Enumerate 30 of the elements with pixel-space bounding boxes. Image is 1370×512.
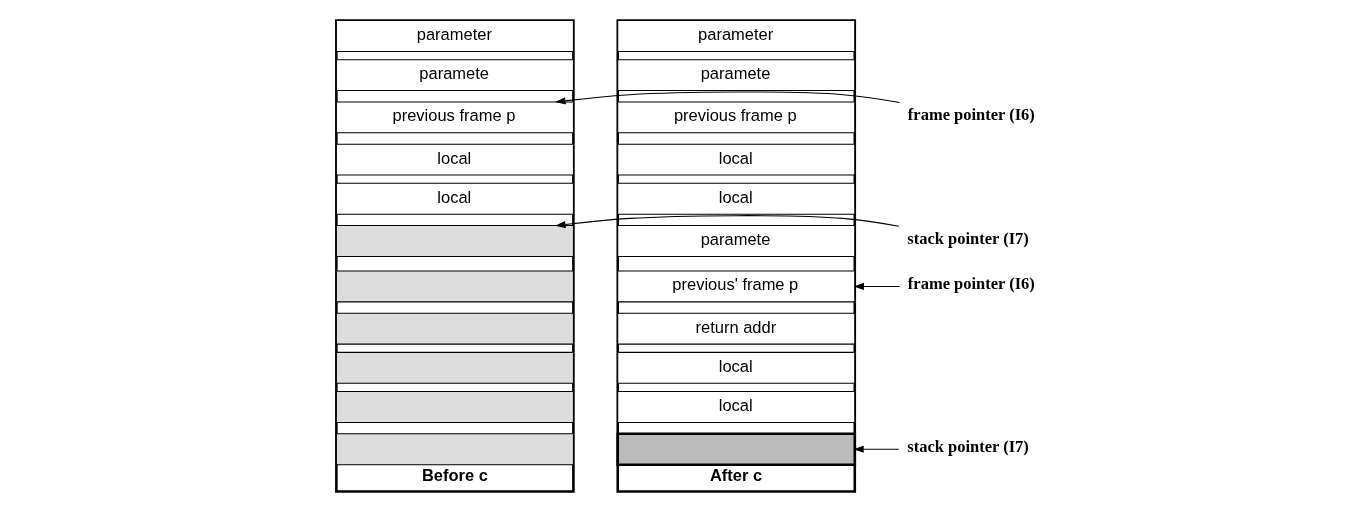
node-box bbox=[335, 351, 574, 384]
arrow bbox=[852, 445, 899, 453]
node-box: local bbox=[616, 182, 855, 215]
node-box: local bbox=[335, 143, 574, 176]
node-text: stack pointer (I7) bbox=[906, 228, 1029, 248]
node-box bbox=[615, 432, 856, 466]
node-box: previous' frame p bbox=[616, 270, 855, 303]
node-box: previous frame p bbox=[335, 101, 574, 134]
node-box: parameter bbox=[616, 20, 855, 52]
node-box: paramete bbox=[616, 59, 855, 92]
node-box: local bbox=[335, 182, 574, 215]
node-box: parameter bbox=[335, 20, 574, 52]
node-box: paramete bbox=[616, 225, 855, 258]
node-text: stack pointer (I7) bbox=[906, 437, 1029, 457]
arrow bbox=[554, 215, 899, 229]
node-box: local bbox=[616, 351, 855, 384]
arrow bbox=[554, 91, 900, 105]
node-box bbox=[335, 433, 574, 466]
node-text: frame pointer (I6) bbox=[907, 274, 1035, 294]
node-box bbox=[335, 391, 574, 423]
node-box: paramete bbox=[335, 59, 574, 92]
node-box bbox=[335, 312, 574, 345]
node-box: local bbox=[616, 391, 855, 423]
node-text: frame pointer (I6) bbox=[907, 105, 1035, 125]
arrow bbox=[853, 282, 900, 290]
node-box: return addr bbox=[616, 312, 855, 345]
node-box: previous frame p bbox=[616, 101, 855, 134]
node-box bbox=[335, 225, 574, 258]
node-box bbox=[335, 270, 574, 303]
node-box: local bbox=[616, 143, 855, 176]
